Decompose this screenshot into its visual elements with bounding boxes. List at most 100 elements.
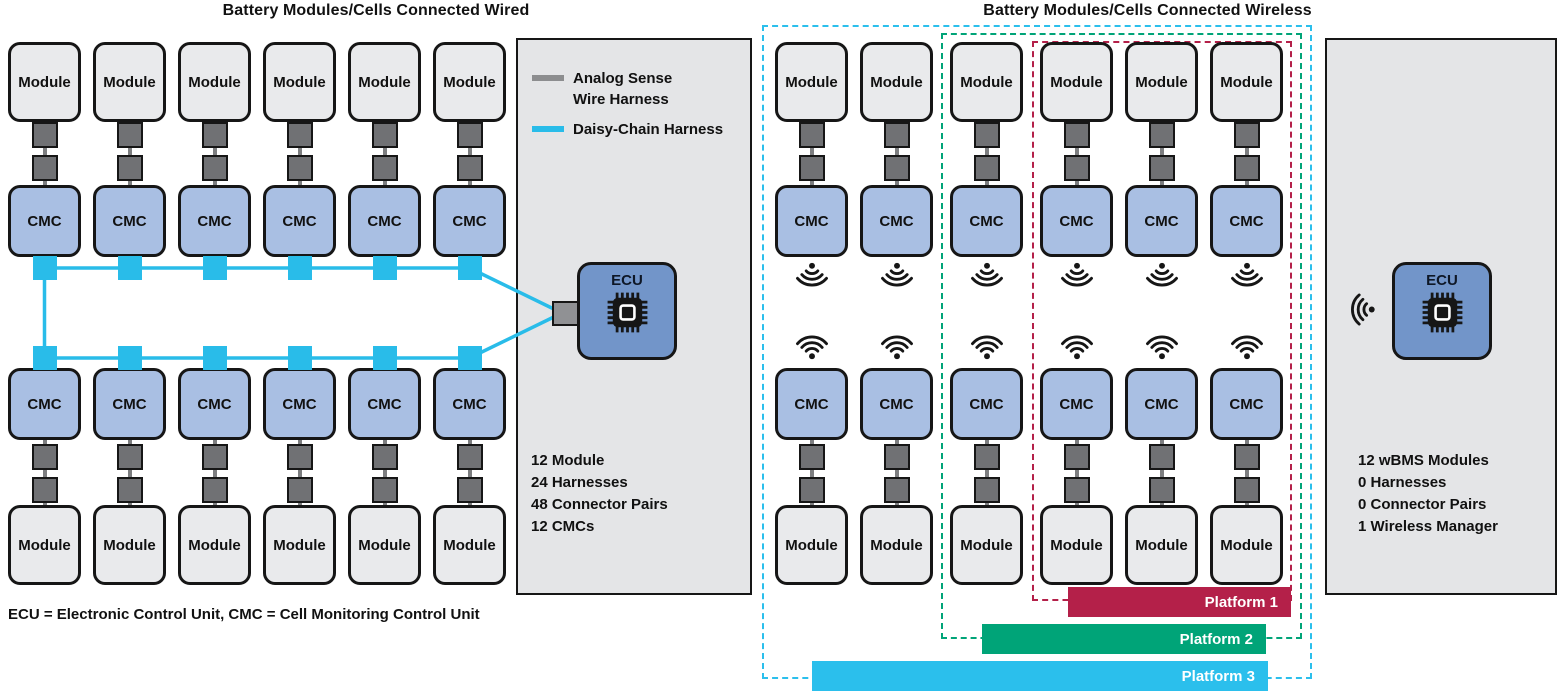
connector-pair [883, 155, 910, 181]
connector-pair [456, 155, 483, 181]
module-box: Module [433, 42, 506, 122]
cmc-box: CMC [8, 185, 81, 257]
cmc-box: CMC [178, 368, 251, 440]
platform-1-label: Platform 1 [1204, 593, 1278, 611]
connector-pair [31, 122, 58, 148]
wifi-icon [1228, 330, 1266, 362]
wireless-stats: 12 wBMS Modules 0 Harnesses 0 Connector … [1358, 450, 1498, 538]
connector-pair [456, 122, 483, 148]
cmc-box: CMC [8, 368, 81, 440]
analog-sense-wire [984, 436, 989, 506]
harness-legend: Analog Sense Wire Harness Daisy-Chain Ha… [532, 68, 723, 140]
daisy-chain-swatch [532, 126, 564, 132]
wifi-icon [1143, 261, 1181, 293]
daisy-chain-node [457, 346, 482, 370]
analog-sense-wire-swatch [532, 75, 564, 81]
module-box: Module [178, 42, 251, 122]
connector-pair [883, 444, 910, 470]
analog-sense-wire [894, 118, 899, 188]
cmc-box: CMC [348, 368, 421, 440]
cmc-box: CMC [348, 185, 421, 257]
daisy-chain-node [117, 346, 142, 370]
connector-pair [973, 444, 1000, 470]
connector-pair [456, 477, 483, 503]
legend-label-analog-sense: Analog Sense Wire Harness [573, 70, 673, 108]
module-box: Module [950, 42, 1023, 122]
connector-pair [973, 155, 1000, 181]
cmc-box: CMC [263, 185, 336, 257]
legend-item-analog-sense: Analog Sense Wire Harness [532, 68, 723, 110]
platform-1-bar: Platform 1 [1068, 587, 1291, 617]
cmc-box: CMC [860, 185, 933, 257]
analog-sense-wire [382, 436, 387, 506]
analog-sense-wire [467, 436, 472, 506]
cmc-box: CMC [950, 185, 1023, 257]
wifi-icon [793, 330, 831, 362]
analog-sense-wire [382, 118, 387, 188]
wifi-icon [1058, 261, 1096, 293]
connector-pair [371, 477, 398, 503]
connector-pair [973, 477, 1000, 503]
platform-2-bar: Platform 2 [982, 624, 1266, 654]
module-box: Module [1210, 505, 1283, 585]
connector-pair [201, 477, 228, 503]
analog-sense-wire [809, 436, 814, 506]
connector-pair [1233, 122, 1260, 148]
cmc-box: CMC [433, 185, 506, 257]
analog-sense-wire [212, 118, 217, 188]
daisy-chain-node [287, 346, 312, 370]
ecu-label: ECU [1426, 272, 1458, 289]
legend-item-daisy-chain: Daisy-Chain Harness [532, 119, 723, 140]
connector-pair [201, 155, 228, 181]
daisy-chain-node [32, 346, 57, 370]
module-box: Module [93, 42, 166, 122]
daisy-chain-node [202, 346, 227, 370]
ecu-connector-tab [552, 301, 579, 326]
analog-sense-wire [1074, 436, 1079, 506]
module-box: Module [1125, 505, 1198, 585]
stat-line: 1 Wireless Manager [1358, 518, 1498, 535]
connector-pair [286, 155, 313, 181]
connector-pair [116, 477, 143, 503]
module-box: Module [1125, 42, 1198, 122]
wifi-icon [1143, 330, 1181, 362]
connector-pair [116, 155, 143, 181]
connector-pair [798, 155, 825, 181]
daisy-chain-node [372, 346, 397, 370]
module-box: Module [8, 505, 81, 585]
stat-line: 12 CMCs [531, 518, 595, 535]
connector-pair [371, 155, 398, 181]
analog-sense-wire [127, 436, 132, 506]
cmc-box: CMC [93, 185, 166, 257]
module-box: Module [1040, 42, 1113, 122]
connector-pair [1148, 444, 1175, 470]
connector-pair [883, 122, 910, 148]
wireless-ecu: ECU [1392, 262, 1492, 360]
microchip-icon [605, 290, 650, 340]
cmc-box: CMC [1210, 185, 1283, 257]
connector-pair [201, 122, 228, 148]
analog-sense-wire [42, 118, 47, 188]
analog-sense-wire [212, 436, 217, 506]
cmc-box: CMC [433, 368, 506, 440]
module-box: Module [93, 505, 166, 585]
connector-pair [201, 444, 228, 470]
connector-pair [1063, 122, 1090, 148]
daisy-chain-node [457, 256, 482, 280]
connector-pair [798, 444, 825, 470]
cmc-box: CMC [775, 368, 848, 440]
connector-pair [1063, 444, 1090, 470]
analog-sense-wire [42, 436, 47, 506]
stat-line: 48 Connector Pairs [531, 496, 668, 513]
wifi-icon [878, 330, 916, 362]
connector-pair [798, 122, 825, 148]
platform-3-bar: Platform 3 [812, 661, 1268, 691]
stat-line: 0 Connector Pairs [1358, 496, 1487, 513]
connector-pair [798, 477, 825, 503]
